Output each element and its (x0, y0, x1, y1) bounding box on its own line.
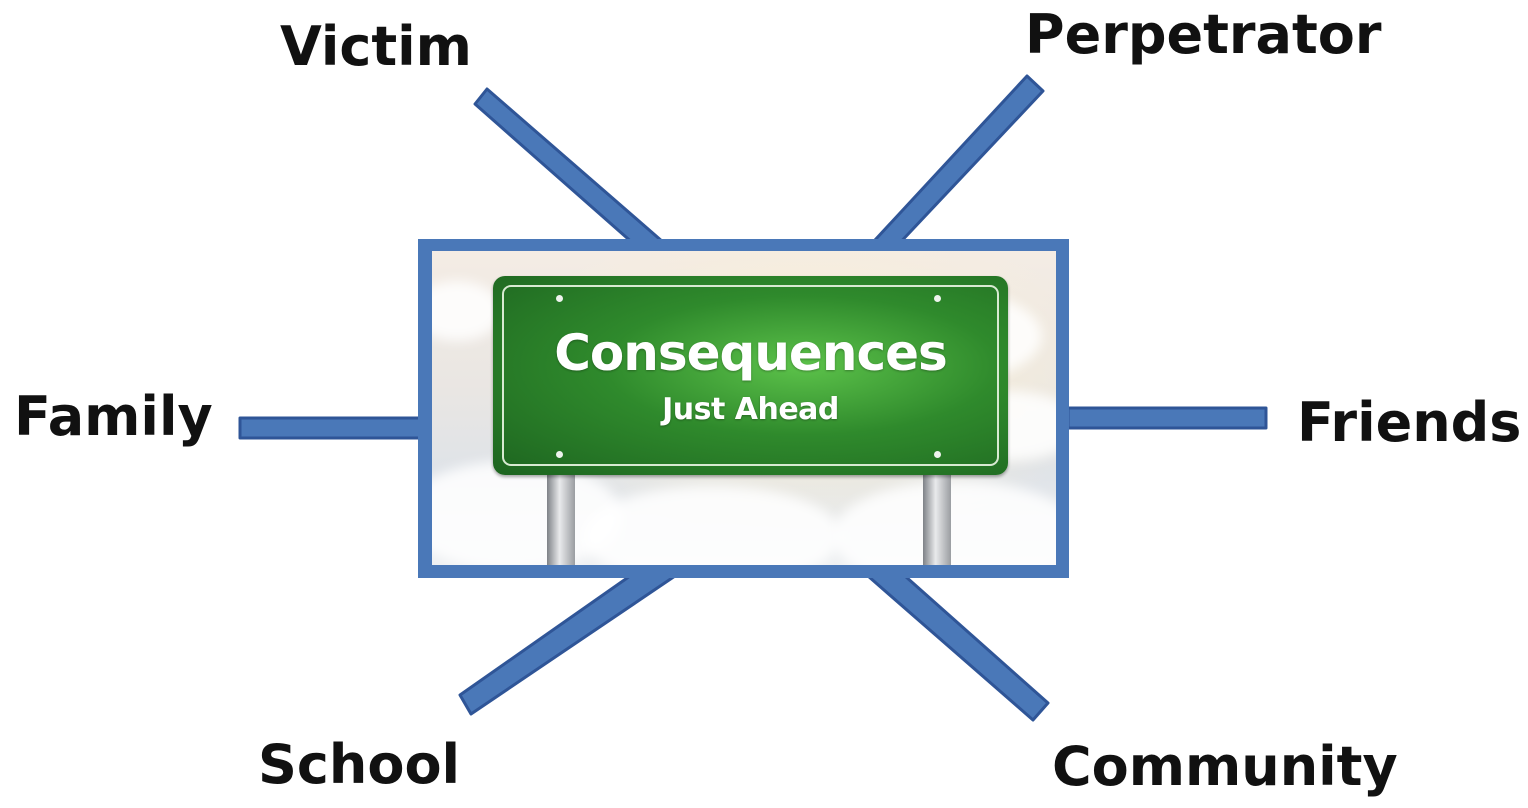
road-sign: Consequences Just Ahead (493, 276, 1008, 475)
bolt-icon (934, 451, 941, 458)
label-community: Community (1052, 735, 1398, 798)
spoke-school (458, 574, 677, 716)
sign-subtitle: Just Ahead (662, 392, 839, 427)
spoke-perpetrator (873, 74, 1045, 250)
bolt-icon (556, 451, 563, 458)
spoke-victim (473, 87, 665, 254)
spoke-friends (1066, 406, 1268, 430)
bolt-icon (556, 295, 563, 302)
spoke-community (866, 574, 1050, 722)
sign-border (502, 285, 999, 466)
spoke-family (238, 416, 422, 440)
sign-post-left (547, 470, 575, 565)
bolt-icon (934, 295, 941, 302)
label-perpetrator: Perpetrator (1025, 3, 1382, 66)
sign-title: Consequences (554, 324, 948, 382)
label-victim: Victim (280, 15, 472, 78)
label-family: Family (14, 385, 213, 448)
sign-post-right (923, 470, 951, 565)
label-friends: Friends (1297, 391, 1522, 454)
label-school: School (258, 733, 461, 796)
